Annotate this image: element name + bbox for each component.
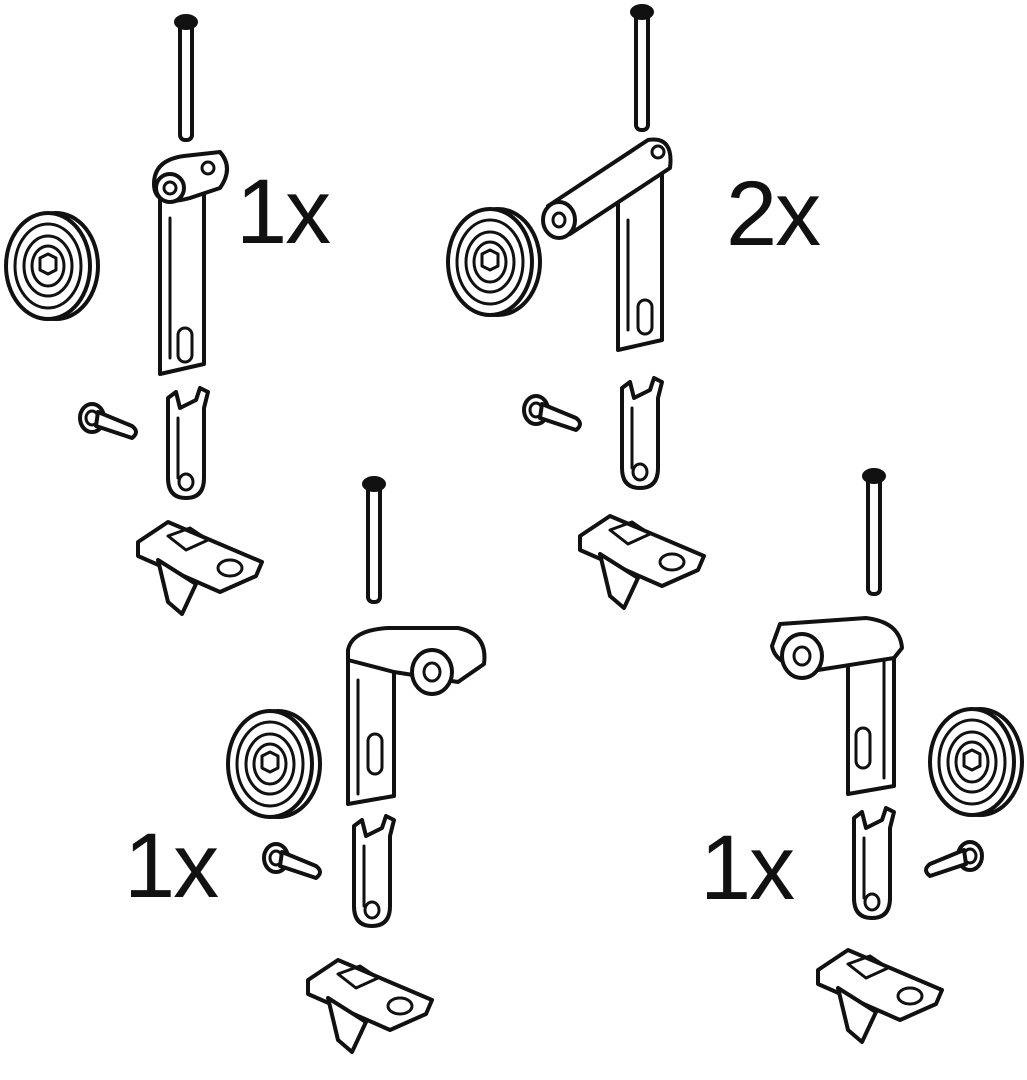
hanger-bracket-icon — [346, 626, 487, 806]
rivet-icon — [522, 394, 582, 432]
clip-icon — [852, 806, 896, 920]
clip-icon — [620, 376, 664, 490]
clip-icon — [352, 814, 396, 928]
rivet-icon — [924, 840, 984, 878]
quantity-label-1: 1x — [236, 161, 331, 263]
pin-icon — [861, 467, 887, 596]
hanger-bracket-icon — [152, 150, 229, 376]
hanger-bracket-icon — [541, 137, 673, 352]
clip-icon — [166, 386, 210, 500]
wheel-icon — [928, 707, 1024, 817]
assembly-1 — [4, 13, 264, 616]
quantity-label-4: 1x — [700, 817, 795, 919]
quantity-label-3: 1x — [124, 815, 219, 917]
assembly-3 — [226, 475, 487, 1054]
wheel-icon — [4, 211, 100, 321]
base-plate-icon — [136, 520, 264, 616]
assembly-4 — [770, 467, 1024, 1044]
pin-icon — [629, 3, 655, 132]
assembly-2 — [446, 3, 706, 610]
rivet-icon — [78, 402, 138, 440]
pin-icon — [361, 475, 387, 604]
wheel-icon — [446, 207, 542, 317]
base-plate-icon — [306, 958, 434, 1054]
base-plate-icon — [816, 948, 944, 1044]
hanger-bracket-icon — [770, 616, 904, 796]
rivet-icon — [262, 842, 322, 880]
wheel-icon — [226, 709, 322, 819]
base-plate-icon — [578, 514, 706, 610]
quantity-label-2: 2x — [726, 163, 821, 265]
pin-icon — [173, 13, 199, 142]
